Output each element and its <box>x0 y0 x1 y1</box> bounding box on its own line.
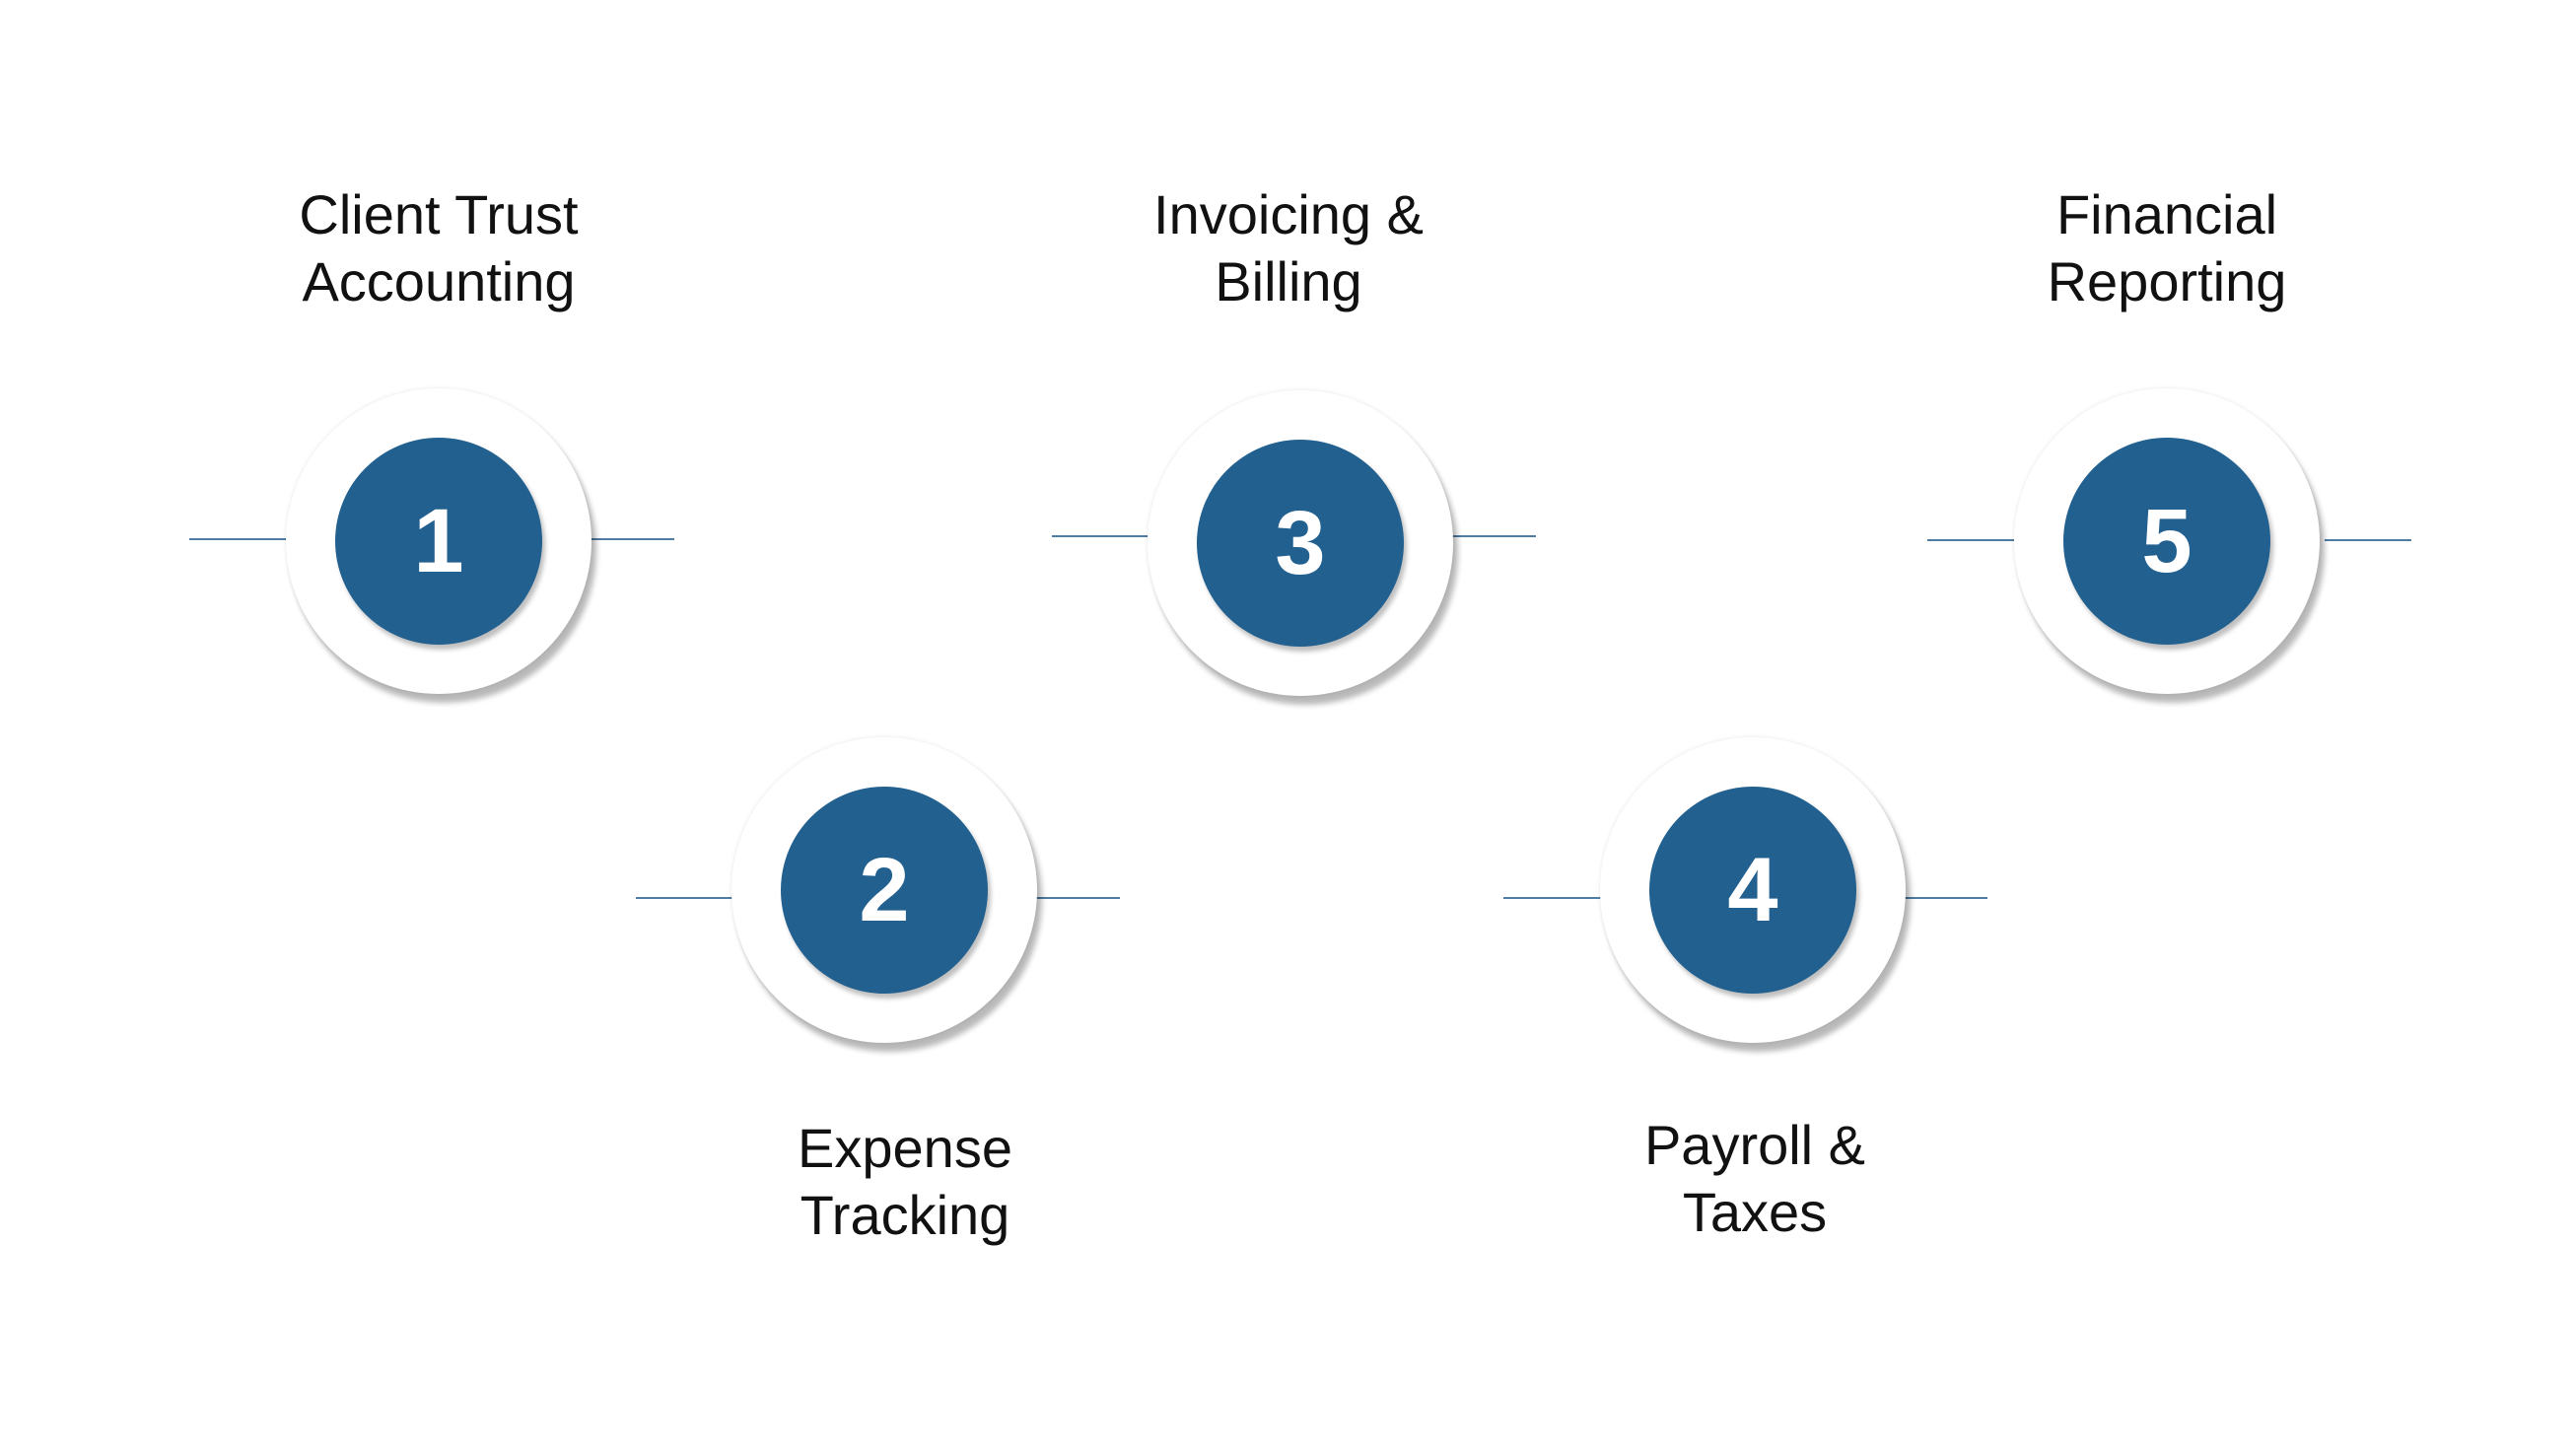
step-5-ring: 5 <box>2014 388 2320 694</box>
step-4-label-line-2: Taxes <box>1682 1181 1828 1243</box>
step-2-label: Expense Tracking <box>698 1115 1112 1249</box>
step-1-number: 1 <box>413 491 464 591</box>
connector-line <box>588 538 674 540</box>
step-1-disc: 1 <box>335 438 542 645</box>
connector-line <box>636 897 734 899</box>
step-5-label-line-2: Reporting <box>2047 250 2287 312</box>
step-5-label: Financial Reporting <box>1960 181 2374 315</box>
step-1-label: Client Trust Accounting <box>232 181 646 315</box>
connector-line <box>1901 897 1987 899</box>
connector-line <box>1033 897 1120 899</box>
step-5-disc: 5 <box>2063 438 2270 645</box>
step-3-ring: 3 <box>1148 390 1453 696</box>
step-1-label-line-2: Accounting <box>302 250 576 312</box>
step-3-label-line-1: Invoicing & <box>1153 183 1424 245</box>
step-1-label-line-1: Client Trust <box>299 183 579 245</box>
step-5-label-line-1: Financial <box>2055 183 2278 245</box>
connector-line <box>1503 897 1602 899</box>
step-2-number: 2 <box>859 840 910 940</box>
step-3-label-line-2: Billing <box>1215 250 1362 312</box>
step-4-ring: 4 <box>1600 737 1906 1043</box>
connector-line <box>1052 535 1150 537</box>
step-4-number: 4 <box>1727 840 1778 940</box>
step-3-number: 3 <box>1275 493 1326 593</box>
step-3-disc: 3 <box>1197 440 1404 647</box>
step-4-label-line-1: Payroll & <box>1643 1114 1866 1176</box>
step-1-ring: 1 <box>286 388 592 694</box>
step-4-disc: 4 <box>1649 787 1856 994</box>
connector-line <box>2325 539 2411 541</box>
step-5-number: 5 <box>2141 491 2193 591</box>
connector-line <box>189 538 288 540</box>
step-2-disc: 2 <box>781 787 988 994</box>
step-4-label: Payroll & Taxes <box>1548 1112 1962 1246</box>
connector-line <box>1449 535 1536 537</box>
step-2-label-line-2: Tracking <box>800 1184 1010 1246</box>
step-2-ring: 2 <box>731 737 1037 1043</box>
connector-line <box>1927 539 2026 541</box>
step-3-label: Invoicing & Billing <box>1081 181 1496 315</box>
step-2-label-line-1: Expense <box>798 1117 1012 1179</box>
